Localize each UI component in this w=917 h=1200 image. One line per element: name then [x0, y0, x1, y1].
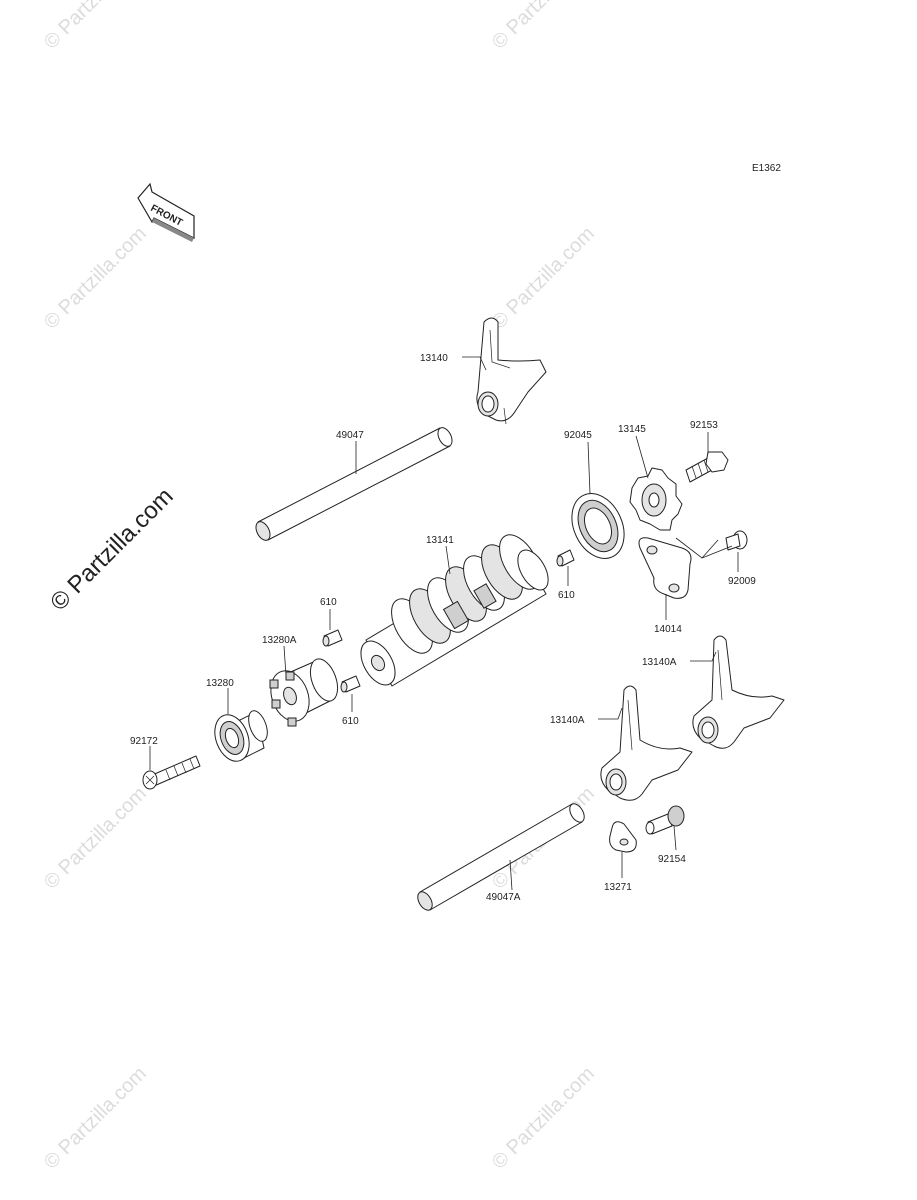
- label-14014: 14014: [654, 624, 682, 635]
- watermark: © Partzilla.com: [40, 783, 151, 894]
- part-labels: 13140 49047 13145 92153 92045 13141 610 …: [130, 353, 756, 903]
- label-13140: 13140: [420, 353, 448, 364]
- pin-92154: [645, 805, 685, 835]
- label-92045: 92045: [564, 430, 592, 441]
- bolt-92153: [685, 451, 729, 483]
- watermark: © Partzilla.com: [40, 223, 151, 334]
- pin-610-right: [556, 549, 575, 567]
- bearing-92045: [571, 493, 625, 559]
- label-92154: 92154: [658, 854, 686, 865]
- screw-92009: [725, 530, 748, 551]
- shift-rod-49047A: [417, 803, 585, 911]
- label-13141: 13141: [426, 535, 454, 546]
- pin-610-bottom: [340, 675, 361, 693]
- label-92153: 92153: [690, 420, 718, 431]
- plate-14014: [638, 537, 692, 599]
- label-610-right: 610: [558, 590, 575, 601]
- watermark-main: © Partzilla.com: [45, 483, 178, 616]
- label-13145: 13145: [618, 424, 646, 435]
- watermark: © Partzilla.com: [488, 1063, 599, 1174]
- label-13280: 13280: [206, 678, 234, 689]
- diagram-code: E1362: [752, 163, 781, 174]
- shift-cam-13145: [629, 467, 683, 531]
- watermark: © Partzilla.com: [40, 0, 151, 54]
- shift-rod-49047: [255, 427, 453, 541]
- shift-fork-13140A-right: [692, 635, 785, 749]
- leader-lines: [149, 356, 739, 891]
- guide-13271: [609, 821, 637, 853]
- pin-610-top: [322, 629, 343, 647]
- label-13271: 13271: [604, 882, 632, 893]
- label-13280A: 13280A: [262, 635, 297, 646]
- watermark: © Partzilla.com: [488, 0, 599, 54]
- watermark: © Partzilla.com: [488, 223, 599, 334]
- label-13140A-left: 13140A: [550, 715, 585, 726]
- pin-plate-13280A: [269, 658, 339, 727]
- label-610-top: 610: [320, 597, 337, 608]
- shift-drum-13141: [360, 534, 549, 687]
- bearing-13280: [214, 710, 268, 762]
- label-49047A: 49047A: [486, 892, 521, 903]
- label-92009: 92009: [728, 576, 756, 587]
- label-610-bottom: 610: [342, 716, 359, 727]
- watermark: © Partzilla.com: [40, 1063, 151, 1174]
- shift-fork-13140: [476, 317, 547, 425]
- label-49047: 49047: [336, 430, 364, 441]
- screw-92172: [142, 755, 201, 790]
- label-92172: 92172: [130, 736, 158, 747]
- shift-fork-13140A-left: [600, 685, 693, 801]
- label-13140A-right: 13140A: [642, 657, 677, 668]
- front-arrow-icon: FRONT: [137, 182, 195, 242]
